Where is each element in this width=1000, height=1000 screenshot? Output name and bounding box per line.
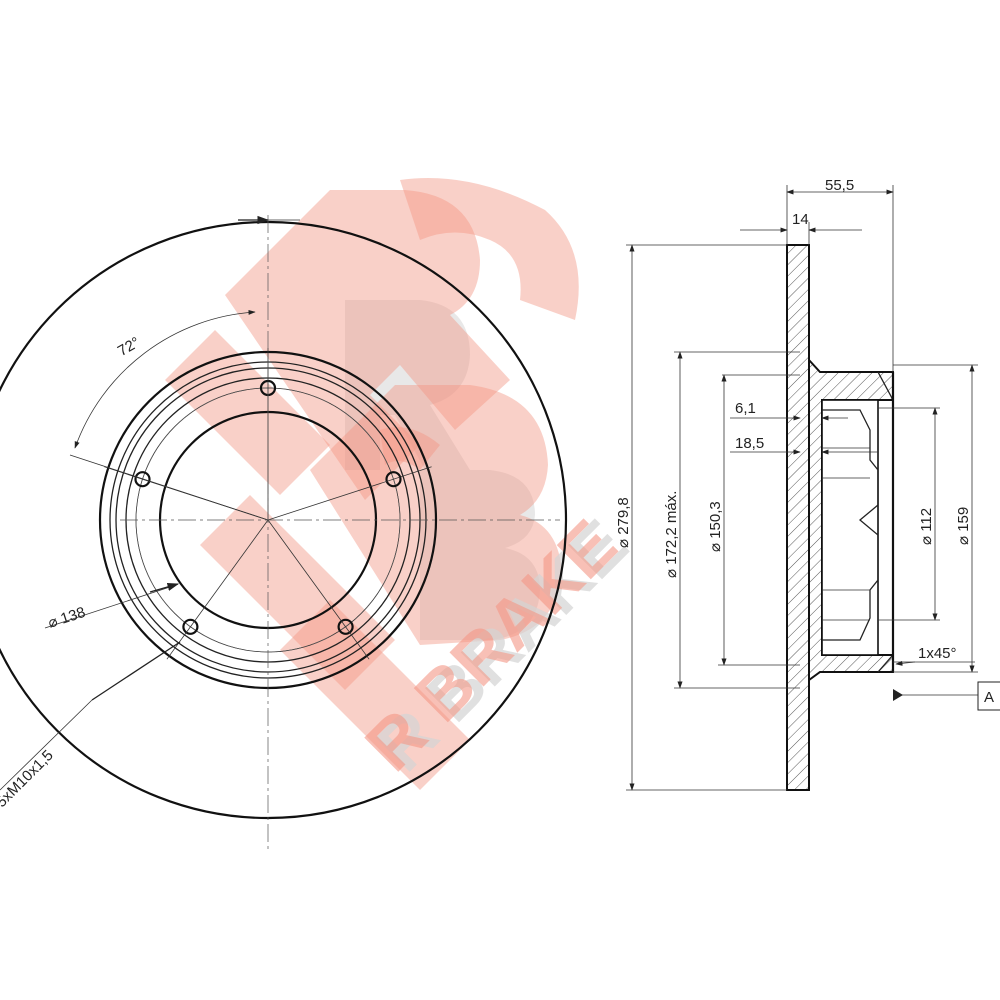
chamfer-label: 1x45° bbox=[918, 645, 957, 662]
chamfer-arrow bbox=[895, 660, 916, 666]
holes-label: 5xM10x1,5 bbox=[0, 747, 57, 811]
bolt-hole bbox=[134, 471, 151, 488]
bolt-centerline bbox=[267, 519, 370, 660]
datum-label: A bbox=[984, 689, 994, 706]
bolt-hole bbox=[337, 618, 354, 635]
holes-leader-2 bbox=[91, 641, 181, 701]
outer-dia-label: ⌀ 279,8 bbox=[615, 497, 632, 548]
total-height-label: 55,5 bbox=[825, 177, 854, 194]
hat-flange-line-2 bbox=[877, 654, 894, 673]
max-dia-label: ⌀ 172,2 máx. bbox=[663, 491, 680, 578]
bolt-holes bbox=[134, 379, 402, 635]
d150-label: ⌀ 150,3 bbox=[707, 501, 724, 552]
dim-a-label: 6,1 bbox=[735, 400, 756, 417]
datum-triangle bbox=[893, 689, 903, 701]
watermark-logo-r bbox=[165, 178, 579, 790]
angle-arc bbox=[74, 309, 256, 449]
bolt-hole bbox=[385, 471, 402, 488]
angle-label: 72° bbox=[115, 334, 143, 360]
bolt-centerline bbox=[166, 519, 269, 660]
bolt-hole bbox=[182, 618, 199, 635]
side-section-view: 55,5 14 6,1 18,5 ⌀ 279,8 ⌀ 172,2 máx. ⌀ … bbox=[615, 177, 1000, 791]
thickness-label: 14 bbox=[792, 211, 809, 228]
angle-reference-line bbox=[69, 454, 269, 521]
hat-flange-line bbox=[877, 371, 894, 401]
pcd-arrow bbox=[149, 582, 180, 593]
disc-plate-section bbox=[786, 244, 810, 791]
hub-inner-profile bbox=[822, 409, 879, 641]
pcd-leader bbox=[44, 584, 177, 629]
d112-label: ⌀ 112 bbox=[918, 508, 935, 545]
d159-label: ⌀ 159 bbox=[955, 507, 972, 545]
bolt-centerline bbox=[267, 466, 432, 521]
datum-box bbox=[977, 681, 1000, 711]
brand-watermark: R BRAKE R BRAKE bbox=[165, 178, 642, 790]
dim-b-label: 18,5 bbox=[735, 435, 764, 452]
pcd-label: ⌀ 138 bbox=[46, 604, 88, 632]
holes-leader bbox=[0, 699, 93, 791]
